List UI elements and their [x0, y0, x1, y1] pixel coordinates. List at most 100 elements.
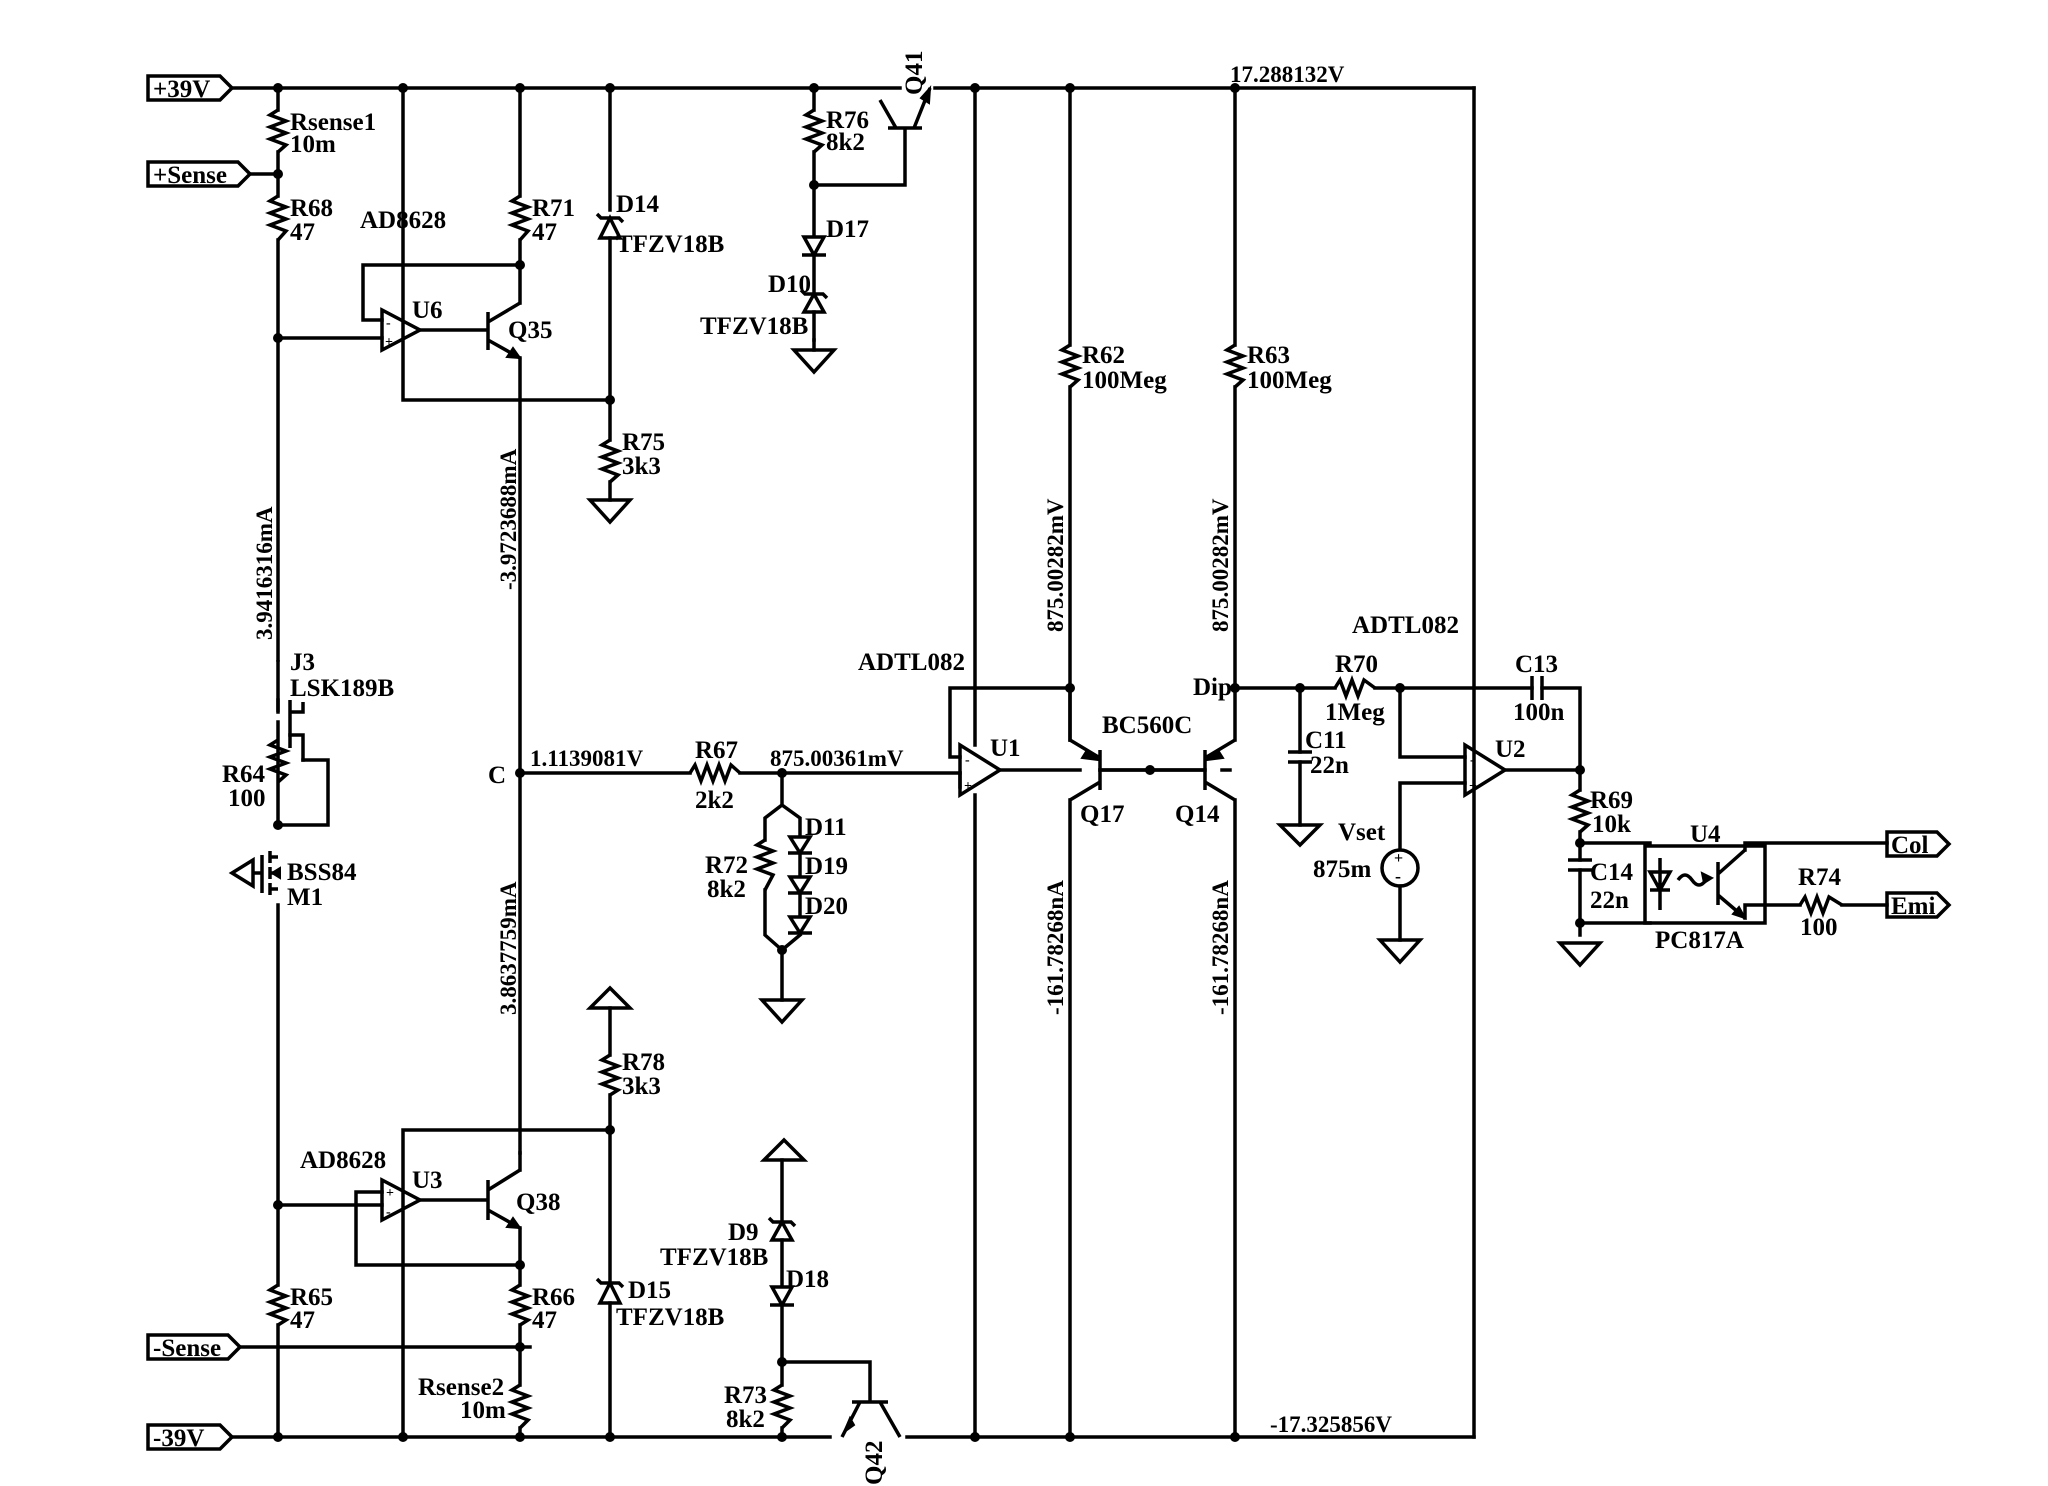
svg-text:D20: D20	[805, 893, 848, 920]
svg-text:R63: R63	[1247, 342, 1290, 369]
current-q17: -161.78268nA	[1043, 880, 1068, 1015]
transistor-q42: Q42	[840, 1400, 902, 1485]
svg-text:47: 47	[532, 219, 557, 246]
current-left: 3.9416316mA	[252, 506, 277, 640]
svg-text:D14: D14	[616, 191, 660, 218]
svg-text:-39V: -39V	[153, 1425, 204, 1452]
svg-text:+39V: +39V	[153, 76, 210, 103]
port-minus-sense: -Sense	[146, 1333, 243, 1362]
resistor-r67: R67 2k2	[688, 737, 742, 814]
gnd-c14	[1556, 941, 1604, 968]
svg-text:TFZV18B: TFZV18B	[660, 1244, 768, 1271]
svg-text:R69: R69	[1590, 787, 1633, 814]
svg-text:D19: D19	[805, 853, 848, 880]
resistor-r71: R71 47	[507, 194, 575, 246]
svg-text:875m: 875m	[1313, 856, 1372, 883]
svg-text:100Meg: 100Meg	[1247, 367, 1332, 394]
opamp-u2: - + U2 ADTL082	[1352, 612, 1526, 799]
svg-text:100n: 100n	[1513, 699, 1565, 726]
diode-d19: D19	[786, 853, 848, 917]
svg-text:U4: U4	[1690, 821, 1721, 848]
svg-text:Col: Col	[1891, 832, 1929, 859]
svg-text:U2: U2	[1495, 736, 1526, 763]
resistor-r70: R70 1Meg	[1325, 651, 1385, 726]
resistor-r66: R66 47	[507, 1283, 575, 1334]
svg-text:Rsense2: Rsense2	[418, 1374, 504, 1401]
svg-text:R78: R78	[622, 1049, 665, 1076]
svg-text:47: 47	[290, 219, 315, 246]
svg-text:Emi: Emi	[1891, 893, 1936, 920]
transistor-q35: Q35	[486, 301, 552, 360]
svg-text:8k2: 8k2	[726, 1406, 765, 1433]
svg-text:-: -	[965, 753, 970, 768]
voltage-c: 1.1139081V	[530, 746, 643, 771]
wire-u6-loop	[276, 86, 612, 402]
resistor-r63: R63 100Meg	[1222, 342, 1332, 394]
svg-text:D17: D17	[826, 216, 869, 243]
resistor-r69: R69 10k	[1567, 787, 1633, 838]
resistor-r78: R78 3k3	[597, 1049, 665, 1100]
port-plus39v: +39V	[146, 74, 235, 103]
gnd-r75	[586, 498, 634, 525]
wire-u2-inv	[1398, 686, 1467, 759]
node-dip: Dip	[1193, 674, 1232, 701]
label-bc560c: BC560C	[1102, 712, 1192, 739]
gnd-c11	[1275, 823, 1325, 848]
svg-text:AD8628: AD8628	[360, 207, 446, 234]
svg-text:Rsense1: Rsense1	[290, 109, 376, 136]
svg-text:100: 100	[1800, 914, 1838, 941]
zener-d14: D14 TFZV18B	[595, 191, 724, 258]
svg-text:R76: R76	[826, 107, 869, 134]
svg-text:10m: 10m	[460, 1397, 506, 1424]
capacitor-c14: C14 22n	[1568, 858, 1634, 914]
svg-text:Vset: Vset	[1338, 819, 1386, 846]
svg-text:-: -	[386, 1205, 391, 1220]
source-vset: + - Vset 875m	[1313, 819, 1420, 888]
zener-d10: D10 TFZV18B	[700, 271, 829, 340]
capacitor-c11: C11 22n	[1288, 727, 1349, 779]
svg-text:Q14: Q14	[1175, 801, 1220, 828]
port-emi: Emi	[1885, 891, 1952, 920]
svg-text:M1: M1	[287, 884, 323, 911]
junction-dots	[273, 83, 1585, 1442]
wire-u3-loop	[276, 1128, 612, 1439]
capacitor-c13: C13 100n	[1513, 651, 1565, 726]
svg-text:3k3: 3k3	[622, 453, 661, 480]
resistor-rsense2: Rsense2 10m	[418, 1374, 533, 1430]
svg-text:BSS84: BSS84	[287, 859, 357, 886]
svg-text:R68: R68	[290, 195, 333, 222]
node-c: C	[488, 762, 506, 789]
svg-text:D10: D10	[768, 271, 811, 298]
svg-text:D11: D11	[805, 814, 847, 841]
svg-text:ADTL082: ADTL082	[1352, 612, 1459, 639]
svg-text:R67: R67	[695, 737, 738, 764]
svg-text:C11: C11	[1305, 727, 1347, 754]
svg-text:ADTL082: ADTL082	[858, 649, 965, 676]
wire-r64-loop	[276, 758, 330, 827]
svg-text:-: -	[1395, 866, 1401, 886]
zener-d15: D15 TFZV18B	[595, 1277, 724, 1331]
svg-text:Q35: Q35	[508, 317, 552, 344]
svg-text:R62: R62	[1082, 342, 1125, 369]
svg-text:R65: R65	[290, 1284, 333, 1311]
gnd-r72	[758, 998, 806, 1025]
svg-text:+Sense: +Sense	[153, 162, 227, 189]
wire-r72-bank	[763, 771, 803, 1002]
svg-text:100: 100	[228, 785, 266, 812]
svg-text:Q42: Q42	[861, 1441, 888, 1485]
gnd-vset	[1376, 938, 1424, 965]
svg-text:8k2: 8k2	[707, 876, 746, 903]
opamp-u3: + - U3 AD8628	[300, 1147, 443, 1223]
svg-text:R73: R73	[724, 1382, 767, 1409]
transistor-q38: Q38	[486, 1168, 560, 1230]
svg-text:J3: J3	[290, 649, 315, 676]
optocoupler-u4: U4 PC817A	[1643, 821, 1767, 954]
current-q14: -161.78268nA	[1208, 880, 1233, 1015]
resistor-r68: R68 47	[265, 194, 333, 246]
port-plus-sense: +Sense	[146, 160, 253, 189]
svg-text:R64: R64	[222, 761, 266, 788]
svg-text:10m: 10m	[290, 131, 336, 158]
svg-text:R72: R72	[705, 852, 748, 879]
zener-d9: D9 TFZV18B	[660, 1216, 797, 1271]
wire-q42-base	[780, 1360, 872, 1402]
